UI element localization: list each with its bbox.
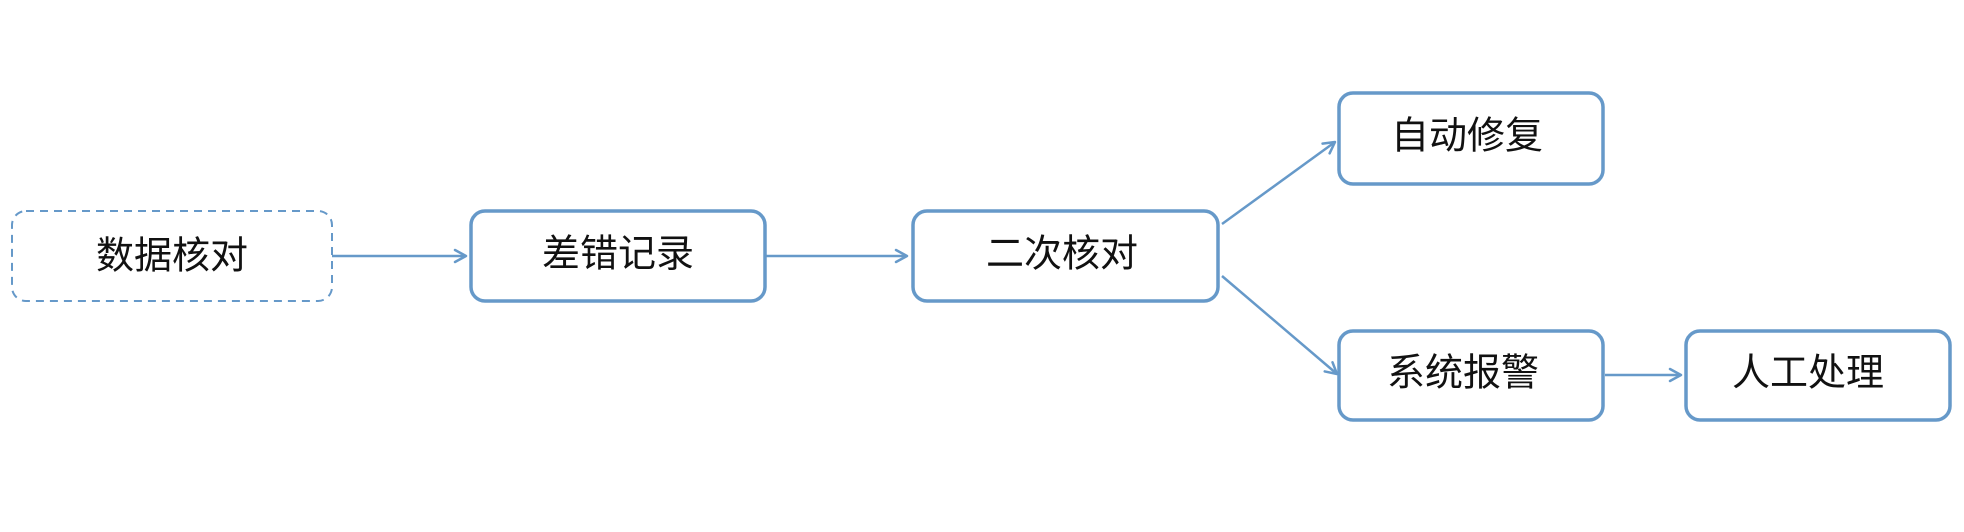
edge-second-check-to-system-alarm (1221, 275, 1339, 376)
node-data-check-box (11, 210, 333, 302)
node-manual-handle-label: 人工处理 (1732, 351, 1884, 395)
edges (332, 140, 1683, 383)
node-auto-repair-box (1337, 91, 1605, 186)
node-diff-record: 差错记录 (469, 209, 767, 303)
node-second-check-box (911, 209, 1220, 303)
node-second-check-label: 二次核对 (986, 232, 1138, 276)
node-system-alarm: 系统报警 (1337, 329, 1605, 422)
node-system-alarm-box (1337, 329, 1605, 422)
node-diff-record-box (469, 209, 767, 303)
node-data-check: 数据核对 (11, 210, 333, 302)
edge-second-check-to-auto-repair (1221, 140, 1337, 226)
node-auto-repair: 自动修复 (1337, 91, 1605, 186)
node-data-check-label: 数据核对 (96, 234, 248, 278)
node-system-alarm-label: 系统报警 (1387, 351, 1539, 395)
node-auto-repair-label: 自动修复 (1391, 114, 1543, 158)
node-manual-handle-box (1684, 329, 1952, 422)
node-diff-record-label: 差错记录 (542, 232, 694, 276)
node-second-check: 二次核对 (911, 209, 1220, 303)
node-manual-handle: 人工处理 (1684, 329, 1952, 422)
